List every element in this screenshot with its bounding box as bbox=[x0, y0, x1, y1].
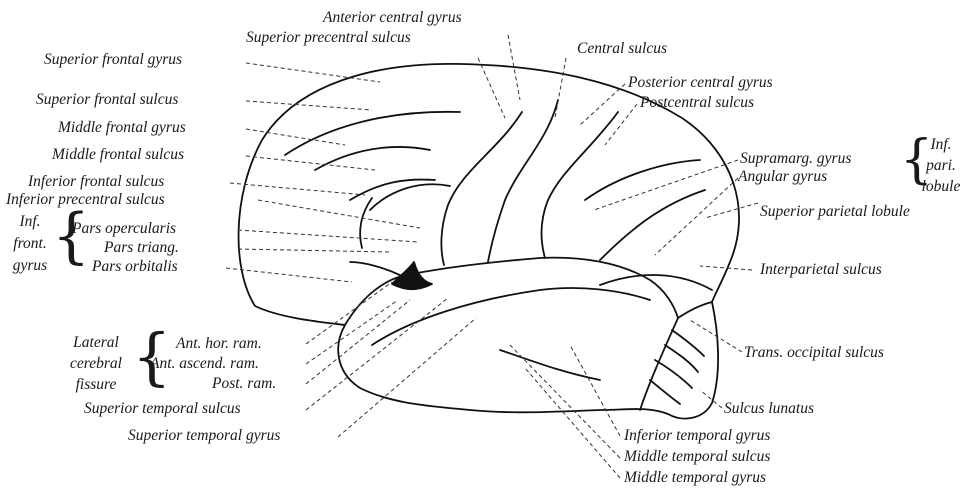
leader-superior-precentral-sulcus bbox=[478, 58, 505, 118]
label-supramarg-gyrus: Supramarg. gyrus bbox=[740, 151, 851, 167]
occipital-region bbox=[640, 302, 712, 410]
leader-postcentral-sulcus bbox=[605, 104, 637, 145]
leader-middle-temporal-sulcus bbox=[510, 345, 620, 458]
leader-central-sulcus bbox=[555, 58, 566, 118]
label-superior-frontal-gyrus: Superior frontal gyrus bbox=[44, 52, 182, 68]
label-superior-temporal-gyrus: Superior temporal gyrus bbox=[128, 428, 280, 444]
leader-superior-temporal-gyrus bbox=[338, 318, 476, 437]
label-inf-front-1: Inf. bbox=[6, 214, 54, 230]
leader-middle-frontal-sulcus bbox=[246, 156, 375, 170]
label-angular-gyrus: Angular gyrus bbox=[738, 169, 827, 185]
label-superior-parietal-lobule: Superior parietal lobule bbox=[760, 204, 910, 220]
leader-pars-triang bbox=[238, 249, 390, 252]
leader-middle-temporal-gyrus bbox=[525, 368, 620, 478]
leader-ant-hor-ram bbox=[306, 282, 392, 344]
label-sulcus-lunatus: Sulcus lunatus bbox=[724, 401, 814, 417]
label-posterior-central-gyrus: Posterior central gyrus bbox=[628, 75, 773, 91]
leader-inferior-precentral-sulcus bbox=[258, 200, 420, 228]
leader-superior-frontal-gyrus bbox=[246, 63, 380, 82]
label-lateral-1: Lateral bbox=[60, 335, 132, 351]
leader-pars-orbitalis bbox=[226, 268, 352, 282]
label-inf-front-2: front. bbox=[6, 236, 54, 252]
label-inferior-temporal-gyrus: Inferior temporal gyrus bbox=[624, 428, 770, 444]
label-inf-front-3: gyrus bbox=[6, 258, 54, 274]
label-superior-precentral-sulcus: Superior precentral sulcus bbox=[246, 30, 411, 46]
label-ant-ascend-ram: Ant. ascend. ram. bbox=[150, 356, 259, 372]
label-lateral-2: cerebral bbox=[60, 356, 132, 372]
label-middle-frontal-gyrus: Middle frontal gyrus bbox=[58, 120, 186, 136]
label-lateral-3: fissure bbox=[60, 377, 132, 393]
leader-supramarg-gyrus bbox=[594, 160, 738, 210]
label-superior-frontal-sulcus: Superior frontal sulcus bbox=[36, 92, 178, 108]
leader-superior-parietal-lobule bbox=[705, 203, 758, 218]
label-central-sulcus: Central sulcus bbox=[577, 41, 667, 57]
label-trans-occipital-sulcus: Trans. occipital sulcus bbox=[744, 345, 884, 361]
lateral-fissure bbox=[345, 258, 678, 325]
label-post-ram: Post. ram. bbox=[212, 376, 276, 392]
leader-inferior-temporal-gyrus bbox=[570, 345, 620, 436]
leader-ant-ascend-ram bbox=[306, 300, 398, 364]
label-pars-opercularis: Pars opercularis bbox=[72, 221, 176, 237]
label-anterior-central-gyrus: Anterior central gyrus bbox=[323, 10, 462, 26]
label-inf-pari-2: pari. bbox=[918, 158, 964, 174]
leader-inferior-frontal-sulcus bbox=[230, 183, 365, 195]
label-pars-triang: Pars triang. bbox=[104, 240, 179, 256]
leader-post-ram bbox=[306, 300, 410, 384]
leader-superior-frontal-sulcus bbox=[246, 101, 372, 110]
label-inf-pari-3: lobule bbox=[918, 179, 964, 195]
label-inf-pari-1: Inf. bbox=[918, 137, 964, 153]
label-middle-temporal-gyrus: Middle temporal gyrus bbox=[624, 470, 766, 486]
label-middle-temporal-sulcus: Middle temporal sulcus bbox=[624, 449, 770, 465]
label-pars-orbitalis: Pars orbitalis bbox=[92, 259, 178, 275]
leader-posterior-central-gyrus bbox=[580, 84, 625, 125]
label-middle-frontal-sulcus: Middle frontal sulcus bbox=[52, 147, 184, 163]
leader-angular-gyrus bbox=[655, 178, 738, 255]
label-inferior-frontal-sulcus: Inferior frontal sulcus bbox=[28, 174, 164, 190]
label-ant-hor-ram: Ant. hor. ram. bbox=[176, 336, 262, 352]
label-interparietal-sulcus: Interparietal sulcus bbox=[760, 262, 882, 278]
label-postcentral-sulcus: Postcentral sulcus bbox=[640, 95, 754, 111]
leader-pars-opercularis bbox=[238, 230, 418, 242]
central-sulcus bbox=[488, 100, 558, 262]
label-superior-temporal-sulcus: Superior temporal sulcus bbox=[84, 401, 241, 417]
